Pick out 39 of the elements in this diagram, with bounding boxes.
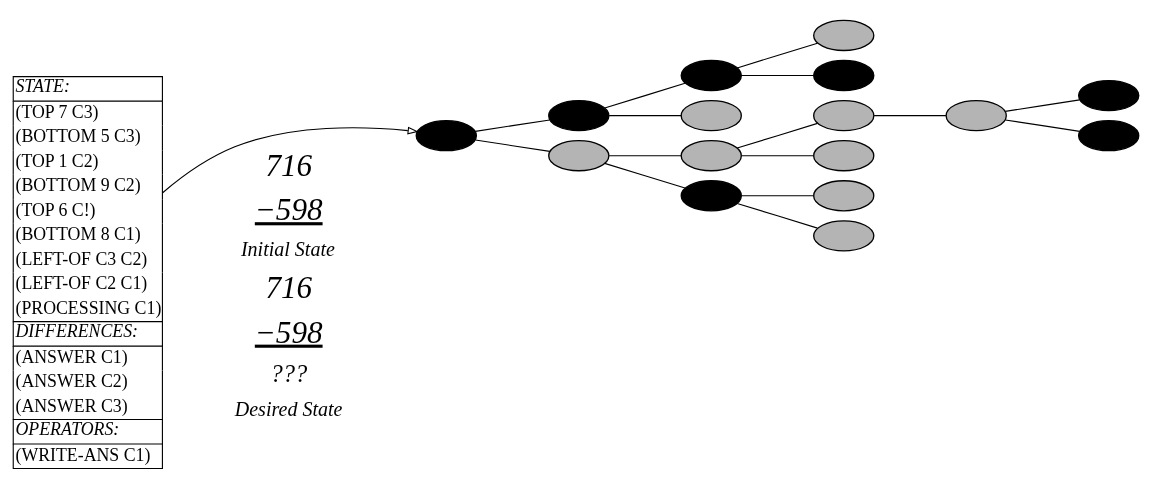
connector: [604, 162, 686, 189]
node-ellipse: [813, 19, 875, 51]
node-ellipse: [680, 139, 742, 171]
connector: [608, 114, 682, 116]
connector: [736, 202, 819, 229]
label: Desired State: [234, 397, 343, 420]
node-ellipse: [415, 119, 478, 151]
connector: [474, 138, 551, 152]
node-ellipse: [1077, 119, 1140, 151]
node-ellipse: [813, 59, 875, 91]
node-ellipse: [548, 99, 610, 131]
connector: [741, 194, 815, 196]
connector: [1004, 98, 1081, 112]
connector: [736, 42, 819, 68]
label: ???: [270, 359, 308, 387]
label: −598: [254, 314, 323, 350]
arrow: [162, 126, 419, 193]
connector: [873, 114, 947, 116]
label: Initial State: [240, 237, 335, 260]
node-ellipse: [548, 139, 610, 171]
node-ellipse: [813, 99, 875, 131]
connector: [474, 118, 551, 132]
node-ellipse: [813, 179, 875, 211]
node-ellipse: [1077, 79, 1140, 111]
connector: [1004, 118, 1081, 132]
label: 716: [265, 147, 313, 183]
label: −598: [254, 191, 323, 227]
connector: [741, 154, 815, 156]
node-ellipse: [945, 99, 1007, 131]
connector: [604, 82, 686, 109]
connector: [741, 74, 815, 76]
node-ellipse: [680, 99, 742, 131]
label: 716: [265, 269, 313, 305]
node-ellipse: [813, 139, 875, 171]
node-ellipse: [680, 179, 742, 211]
node-ellipse: [680, 59, 742, 91]
connector: [736, 122, 819, 149]
node-ellipse: [813, 219, 875, 252]
connector: [608, 154, 682, 156]
